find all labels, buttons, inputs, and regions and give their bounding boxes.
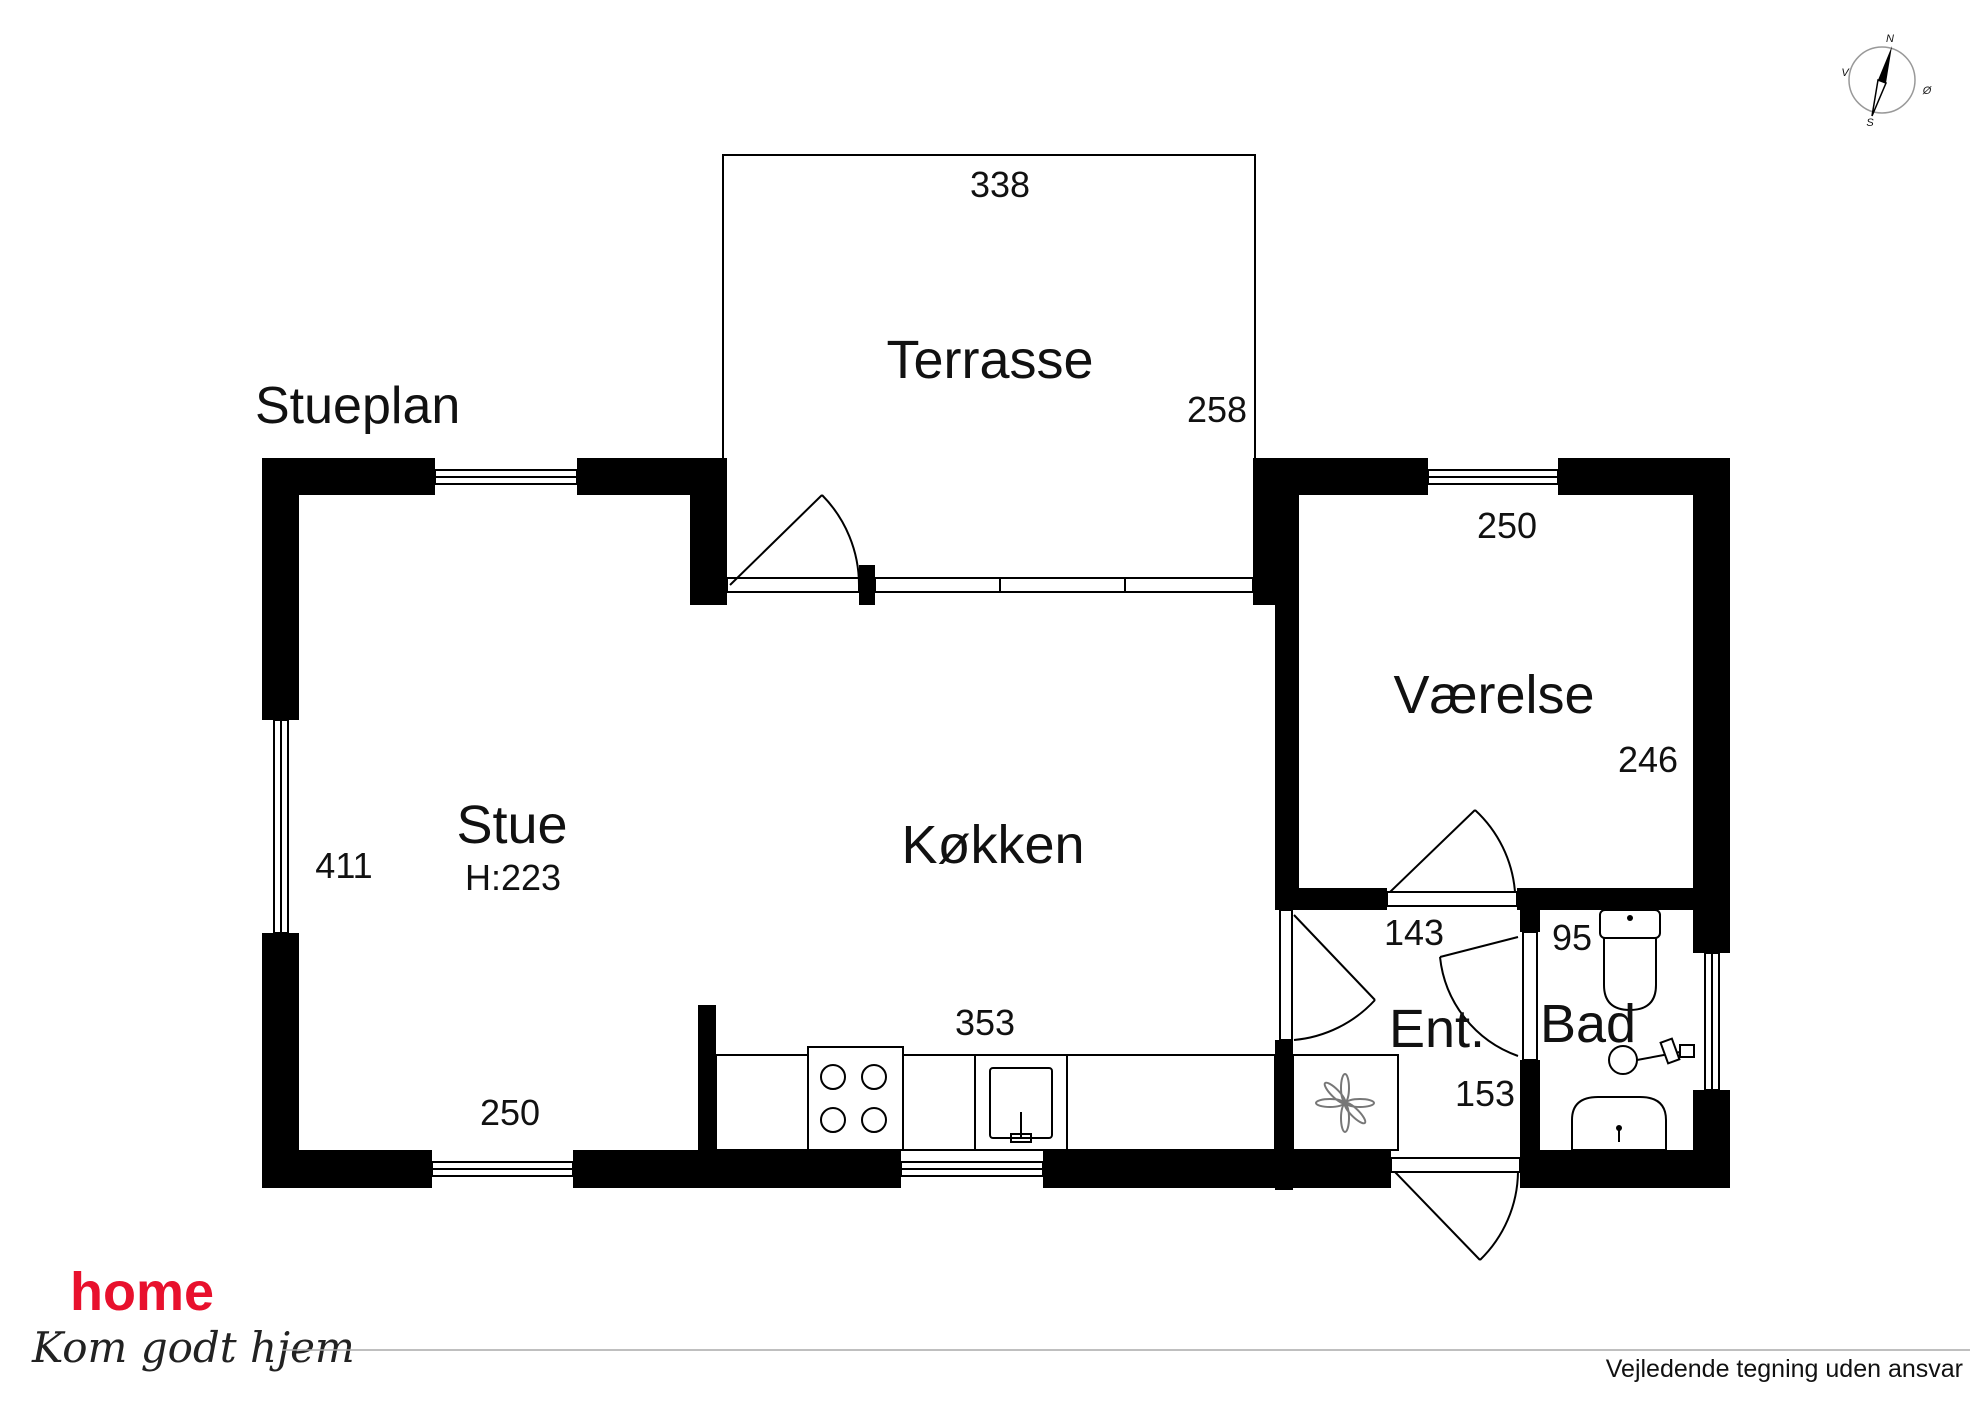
window-icon <box>273 469 1720 1177</box>
dim-vaerelse-width: 250 <box>1477 505 1537 546</box>
dim-entre-depth: 153 <box>1455 1073 1515 1114</box>
kitchen-sink-icon <box>974 1054 1068 1151</box>
room-name-kokken: Køkken <box>901 815 1084 875</box>
dim-kokken-width: 353 <box>955 1002 1015 1043</box>
dim-bad-width: 95 <box>1552 917 1592 958</box>
room-name-bad: Bad <box>1540 994 1636 1054</box>
dim-stue-width: 250 <box>480 1092 540 1133</box>
compass-icon: N S Ø V <box>1841 33 1932 129</box>
compass-south: S <box>1866 117 1874 129</box>
terrace-outline <box>722 154 1256 458</box>
logo-tagline: Kom godt hjem <box>31 1323 355 1372</box>
logo-brand: home <box>70 1262 214 1322</box>
stove-icon <box>807 1046 904 1151</box>
room-name-entre: Ent. <box>1389 999 1485 1059</box>
room-name-vaerelse: Værelse <box>1393 665 1594 725</box>
walls <box>262 458 1730 1190</box>
dim-terrasse-width: 338 <box>970 164 1030 205</box>
room-name-terrasse: Terrasse <box>886 330 1093 390</box>
dim-stue-depth: 411 <box>315 845 372 886</box>
room-height-stue: H:223 <box>465 857 561 898</box>
dim-terrasse-depth: 258 <box>1187 389 1247 430</box>
compass-east: Ø <box>1922 85 1933 97</box>
logo: home Kom godt hjem <box>31 1262 355 1372</box>
shower-icon <box>1608 1037 1695 1075</box>
toilet-icon <box>1599 909 1661 1012</box>
dim-entre-width: 143 <box>1384 912 1444 953</box>
fan-icon <box>1292 1054 1399 1151</box>
plan-title: Stueplan <box>255 377 460 435</box>
dim-vaerelse-depth: 246 <box>1618 739 1678 780</box>
compass-west: V <box>1841 67 1850 79</box>
door-swing-icon <box>729 494 1519 1261</box>
compass-north: N <box>1886 33 1894 45</box>
washbasin-icon <box>1571 1096 1667 1151</box>
disclaimer-text: Vejledende tegning uden ansvar <box>1606 1355 1963 1383</box>
room-name-stue: Stue <box>456 795 567 855</box>
